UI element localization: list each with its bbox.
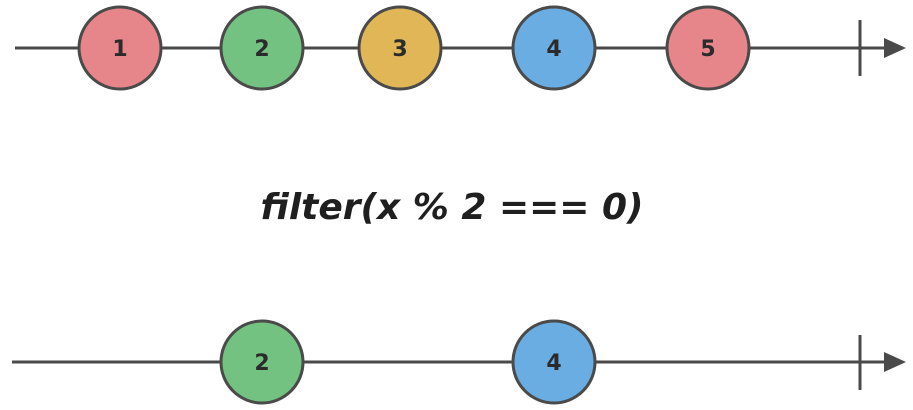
marble-label: 2 [254,37,269,62]
input-marble-4: 4 [511,5,597,91]
operator-label: filter(x % 2 === 0) [261,187,644,228]
input-marble-1: 1 [77,5,163,91]
marble-label: 2 [254,351,269,376]
marble-label: 5 [700,37,715,62]
marble-circle [219,5,305,91]
output-arrowhead [884,352,906,372]
marble-label: 1 [112,37,127,62]
output-marble-1: 2 [219,319,305,405]
input-marble-5: 5 [665,5,751,91]
marble-circle [357,5,443,91]
output-stream: 2 4 [12,319,906,405]
output-marble-2: 4 [511,319,597,405]
marble-label: 4 [546,351,561,376]
input-stream: 1 2 3 4 5 [15,5,906,91]
marble-circle [665,5,751,91]
marble-circle [511,319,597,405]
marble-circle [511,5,597,91]
input-marble-2: 2 [219,5,305,91]
marble-label: 4 [546,37,561,62]
marble-circle [219,319,305,405]
input-marble-3: 3 [357,5,443,91]
marble-label: 3 [392,37,407,62]
input-arrowhead [884,38,906,58]
marble-circle [77,5,163,91]
